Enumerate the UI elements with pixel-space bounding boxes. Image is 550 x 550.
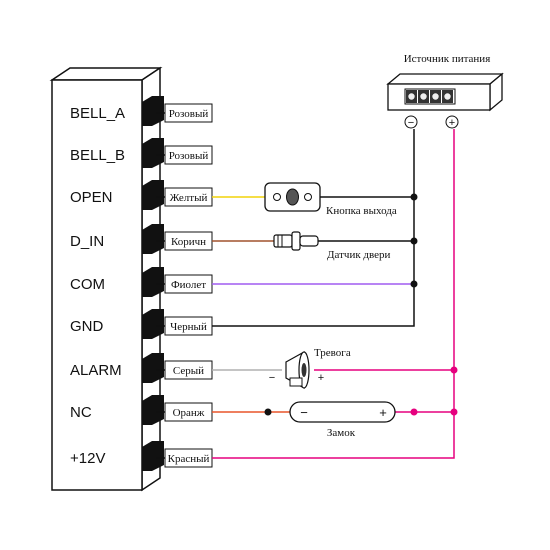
lock-plus-symbol: + [379,405,387,420]
terminal-row: ALARM Серый [70,353,213,383]
terminal-name: COM [70,276,105,293]
terminal-name: +12V [70,450,105,467]
alarm-label: Тревога [314,347,351,359]
power-supply-title: Источник питания [404,53,491,65]
door-sensor-label: Датчик двери [327,249,391,261]
minus-terminal-icon [404,115,418,129]
door-sensor: Датчик двери [273,231,391,261]
controller-box [49,66,163,492]
terminal-row: BELL_A Розовый [70,96,213,126]
wires [212,129,458,459]
junction-dot [410,408,418,416]
alarm-siren: Тревога − + [269,347,351,390]
junction-dot [450,408,458,416]
connector-block [142,309,164,339]
terminal-row: COM Фиолет [70,267,213,297]
connector-block [142,96,164,126]
wire-color-label: Розовый [169,150,209,162]
wire-color-label: Оранж [173,407,205,419]
terminal-name: NC [70,404,92,421]
electric-lock: − + Замок [289,401,396,439]
terminal-name: ALARM [70,362,122,379]
terminal-name: D_IN [70,233,104,250]
junction-dot [410,193,418,201]
terminal-name: OPEN [70,189,113,206]
terminal-name: BELL_B [70,147,125,164]
wire-label-box [164,145,213,165]
lock-label: Замок [327,427,356,439]
terminal-row: GND Черный [70,309,213,339]
wire-color-label: Красный [168,453,210,465]
connector-block [142,353,164,383]
wire-color-label: Желтый [170,192,208,204]
alarm-minus-symbol: − [269,372,275,384]
exit-button-label: Кнопка выхода [326,205,397,217]
wire-color-label: Черный [170,321,207,333]
terminal-row: BELL_B Розовый [70,138,213,168]
power-supply: Источник питания − + [386,53,504,129]
connector-block [142,267,164,297]
terminal-row: OPEN Желтый [70,180,213,210]
junction-dot [264,408,272,416]
terminal-row: D_IN Коричн [70,224,213,254]
connector-block [142,224,164,254]
junction-dot [450,366,458,374]
connector-block [142,180,164,210]
lock-icon [289,401,396,423]
minus-symbol: − [408,117,414,129]
terminal-row: +12V Красный [70,441,213,471]
plus-terminal-icon [445,115,459,129]
terminal-name: GND [70,318,104,335]
black-gnd-wire [212,129,415,327]
wire-color-label: Фиолет [171,279,206,291]
plus-symbol: + [449,117,455,129]
wire-color-label: Серый [173,365,204,377]
junction-dot [410,237,418,245]
wire-label-box [164,103,213,123]
junction-dot [410,280,418,288]
push-button-icon [286,188,299,206]
connector-block [142,395,164,425]
wire-color-label: Розовый [169,108,209,120]
exit-button: Кнопка выхода [264,182,397,217]
alarm-plus-symbol: + [318,372,324,384]
red-12v-wire [212,129,455,459]
connector-block [142,441,164,471]
wire-color-label: Коричн [171,236,206,248]
terminal-name: BELL_A [70,105,125,122]
connector-block [142,138,164,168]
screw-terminal [406,90,453,103]
lock-minus-symbol: − [300,405,308,420]
